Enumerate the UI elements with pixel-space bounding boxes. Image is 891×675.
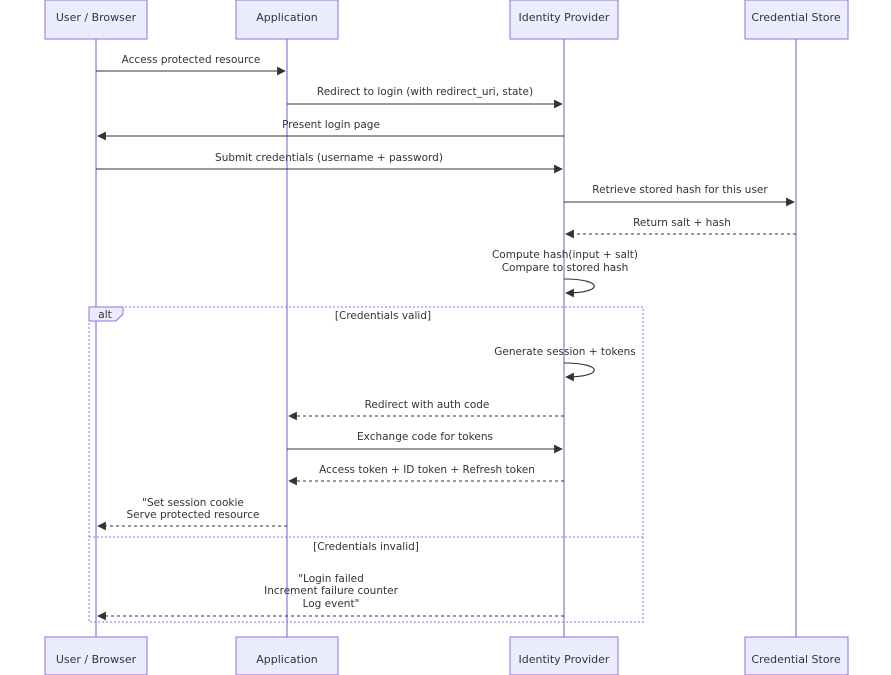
message-label: Increment failure counter	[264, 585, 398, 597]
message-generate-session: Generate session + tokens	[494, 346, 636, 382]
alt-label: alt	[98, 309, 111, 321]
actor-user-top: User / Browser	[44, 0, 148, 40]
message-submit-credentials: Submit credentials (username + password)	[96, 152, 563, 174]
actor-idp-bottom: Identity Provider	[509, 636, 619, 675]
message-exchange-code: Exchange code for tokens	[287, 431, 563, 454]
actor-store-bottom: Credential Store	[744, 636, 849, 675]
actor-label: Credential Store	[751, 653, 840, 666]
message-label: Generate session + tokens	[494, 346, 636, 358]
message-label: Serve protected resource	[127, 509, 260, 521]
alt-frame: alt [Credentials valid] [Credentials inv…	[88, 306, 644, 623]
message-label: Redirect to login (with redirect_uri, st…	[317, 86, 533, 98]
actor-idp-top: Identity Provider	[509, 0, 619, 40]
message-label: Retrieve stored hash for this user	[592, 184, 768, 196]
message-access-resource: Access protected resource	[96, 54, 286, 76]
message-label: Submit credentials (username + password)	[215, 152, 443, 164]
message-label: "Login failed	[298, 573, 364, 585]
message-label: Return salt + hash	[633, 217, 731, 229]
actor-app-top: Application	[235, 0, 339, 40]
actor-label: Credential Store	[751, 11, 840, 24]
message-set-session-cookie: "Set session cookie Serve protected reso…	[97, 497, 287, 531]
message-login-failed: "Login failed Increment failure counter …	[97, 573, 564, 621]
message-redirect-auth-code: Redirect with auth code	[288, 399, 564, 421]
message-label: Access protected resource	[122, 54, 261, 66]
actor-label: Application	[256, 653, 317, 666]
message-label: Access token + ID token + Refresh token	[319, 464, 535, 476]
message-label: Redirect with auth code	[365, 399, 490, 411]
actor-label: Identity Provider	[519, 653, 610, 666]
actor-label: Identity Provider	[519, 11, 610, 24]
message-present-login: Present login page	[97, 119, 564, 141]
message-compute-hash: Compute hash(input + salt) Compare to st…	[492, 249, 638, 298]
actor-label: Application	[256, 11, 317, 24]
alt-condition-invalid: [Credentials invalid]	[313, 541, 419, 553]
actor-label: User / Browser	[56, 653, 137, 666]
message-label: Log event"	[303, 598, 360, 610]
message-label: "Set session cookie	[142, 497, 244, 509]
alt-label-box	[88, 306, 124, 322]
actor-user-bottom: User / Browser	[44, 636, 148, 675]
actor-app-bottom: Application	[235, 636, 339, 675]
message-retrieve-hash: Retrieve stored hash for this user	[564, 184, 795, 207]
self-loop-arrow	[563, 278, 595, 298]
message-label: Present login page	[282, 119, 380, 131]
message-return-salt: Return salt + hash	[565, 217, 796, 239]
message-redirect-login: Redirect to login (with redirect_uri, st…	[287, 86, 563, 109]
message-label: Exchange code for tokens	[357, 431, 493, 443]
self-loop-arrow	[563, 362, 595, 382]
actor-store-top: Credential Store	[744, 0, 849, 40]
message-tokens: Access token + ID token + Refresh token	[288, 464, 564, 486]
alt-condition-valid: [Credentials valid]	[335, 310, 431, 322]
message-label: Compute hash(input + salt)	[492, 249, 638, 261]
actor-label: User / Browser	[56, 11, 137, 24]
message-label: Compare to stored hash	[502, 262, 629, 274]
